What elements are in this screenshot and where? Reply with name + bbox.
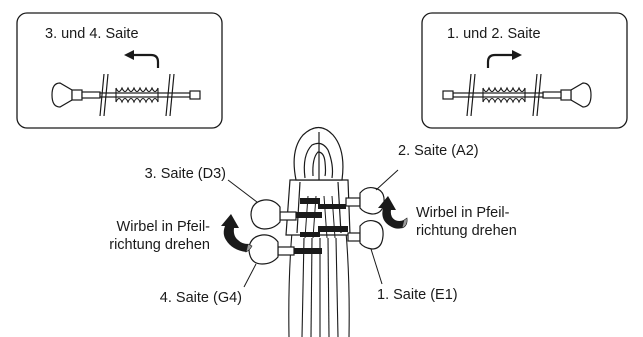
right-inset-title: 1. und 2. Saite bbox=[447, 26, 541, 42]
rotate-left-arrow-icon bbox=[221, 214, 253, 253]
label-string-4: 4. Saite (G4) bbox=[159, 290, 242, 306]
wind-left-arrow-icon bbox=[124, 50, 160, 68]
label-string-3: 3. Saite (D3) bbox=[144, 166, 226, 182]
rotate-right-arrow-icon bbox=[378, 196, 408, 229]
peg-shafts bbox=[294, 198, 348, 254]
violin-scroll bbox=[293, 126, 344, 181]
peg-string-2 bbox=[345, 186, 385, 215]
leader-string-3 bbox=[227, 179, 258, 203]
label-string-1: 1. Saite (E1) bbox=[377, 287, 458, 303]
wind-right-arrow-icon bbox=[486, 50, 522, 68]
leader-string-4 bbox=[243, 263, 257, 288]
leader-string-1 bbox=[370, 248, 383, 285]
leader-string-2 bbox=[375, 169, 399, 191]
peg-string-4 bbox=[248, 234, 295, 265]
right-inset-pegbox-walls bbox=[466, 73, 542, 117]
label-string-2: 2. Saite (A2) bbox=[398, 143, 479, 159]
left-inset-pegbox-walls bbox=[99, 73, 175, 117]
left-inset-title: 3. und 4. Saite bbox=[45, 26, 139, 42]
right-inset-peg bbox=[442, 82, 592, 108]
instruction-left-line2: richtung drehen bbox=[109, 237, 210, 253]
instruction-right-line2: richtung drehen bbox=[416, 223, 517, 239]
right-inset-string-coil bbox=[482, 86, 526, 104]
peg-string-1 bbox=[347, 219, 384, 250]
instruction-left-line1: Wirbel in Pfeil- bbox=[116, 219, 210, 235]
left-inset-peg bbox=[51, 82, 201, 108]
left-inset-string-coil bbox=[115, 86, 159, 104]
instruction-right-line1: Wirbel in Pfeil- bbox=[416, 205, 510, 221]
peg-string-3 bbox=[250, 199, 297, 230]
violin-neck bbox=[288, 231, 350, 337]
